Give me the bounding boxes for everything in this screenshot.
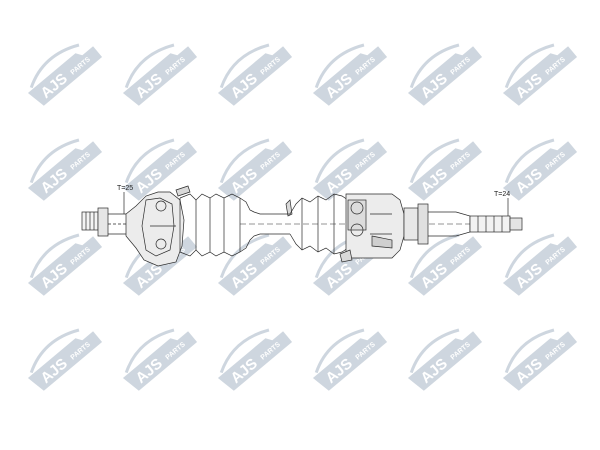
inner-cv-joint bbox=[339, 193, 405, 263]
inner-boot bbox=[289, 193, 349, 255]
outer-boot bbox=[179, 193, 264, 257]
inner-flange bbox=[403, 203, 471, 245]
drive-shaft bbox=[81, 185, 523, 267]
right-spline-label: T=24 bbox=[494, 191, 510, 198]
right-spline-stub bbox=[469, 215, 523, 233]
left-spline-label: T=25 bbox=[117, 185, 133, 192]
left-hub-stub bbox=[81, 207, 126, 237]
clamp-outer bbox=[175, 185, 191, 197]
clamp-inner-left bbox=[285, 199, 293, 217]
outer-cv-joint bbox=[125, 191, 185, 267]
